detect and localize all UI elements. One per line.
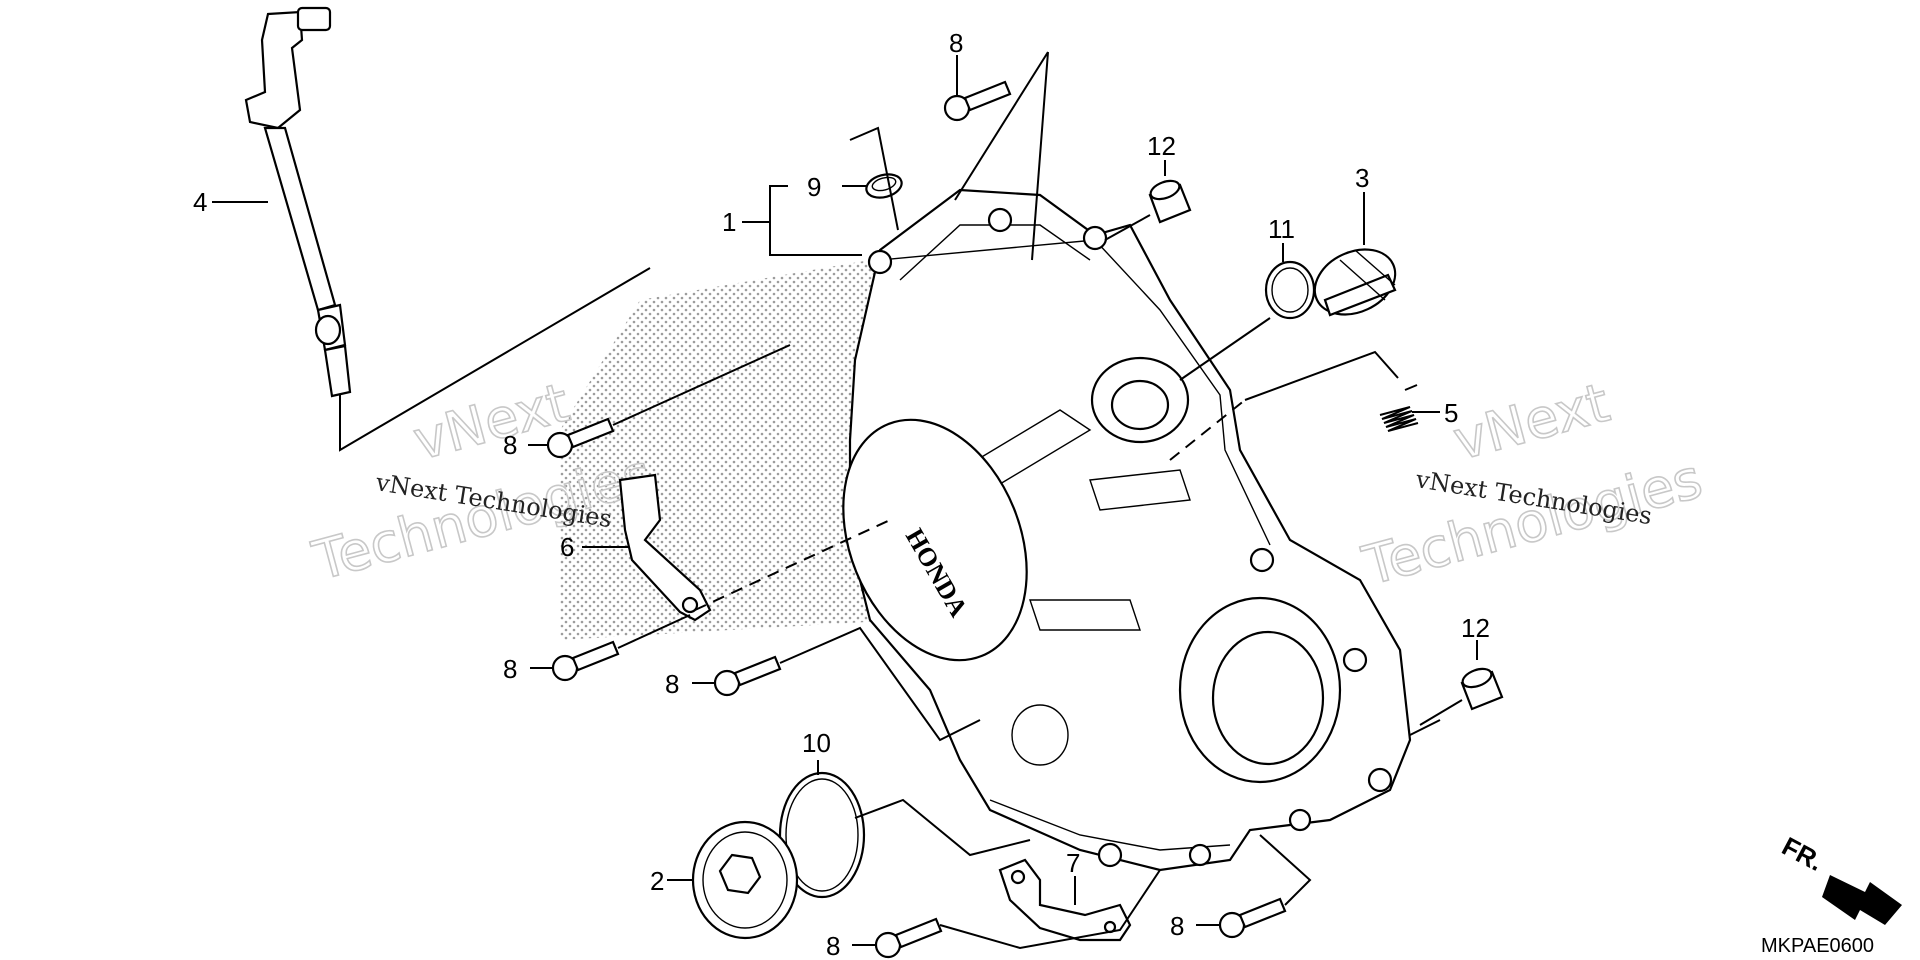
callout-11: 11 <box>1268 214 1295 244</box>
diagram-code: MKPAE0600 <box>1761 935 1874 957</box>
part-shift-shaft <box>244 6 352 398</box>
callout-7: 7 <box>1066 848 1080 878</box>
callout-4: 4 <box>193 187 207 217</box>
callout-1: 1 <box>722 207 736 237</box>
bolt-8-bottom-left <box>874 917 943 959</box>
callout-8-bottom-right: 8 <box>1170 911 1184 941</box>
front-direction-arrow-icon <box>1822 875 1902 925</box>
bolt-8-bottom-right <box>1218 897 1287 939</box>
part-bracket-6 <box>618 473 712 622</box>
callout-9: 9 <box>807 172 821 202</box>
callout-12-upper: 12 <box>1147 131 1176 161</box>
callout-2: 2 <box>650 866 664 896</box>
front-direction-label: FR. <box>1777 831 1828 877</box>
part-plug-cap <box>691 820 799 940</box>
bolt-8-middle <box>713 655 782 697</box>
callout-10: 10 <box>802 728 831 758</box>
part-filler-cap <box>1313 248 1397 317</box>
bolt-8-left-lower <box>551 640 620 682</box>
part-dowel-pin-lower <box>1460 667 1504 711</box>
callout-6: 6 <box>560 532 574 562</box>
callout-5: 5 <box>1444 398 1458 428</box>
part-seal-9 <box>865 173 903 199</box>
callout-8-bottom-left: 8 <box>826 931 840 960</box>
watermark-big-line1: vNext <box>407 371 576 473</box>
callout-12-lower: 12 <box>1461 613 1490 643</box>
callout-8-top: 8 <box>949 28 963 58</box>
bolt-8-top <box>943 80 1012 122</box>
part-dowel-pin-upper <box>1148 179 1192 224</box>
callout-labels: 4 1 9 8 12 11 3 5 6 8 8 8 12 10 2 7 8 8 <box>193 28 1490 960</box>
part-clutch-cover: HONDA <box>842 188 1412 872</box>
callout-3: 3 <box>1355 163 1369 193</box>
callout-8-left-lower: 8 <box>503 654 517 684</box>
part-o-ring-10 <box>778 771 866 899</box>
front-direction-indicator: FR. <box>1777 831 1902 925</box>
part-spring <box>1379 384 1419 432</box>
part-bracket-7 <box>998 858 1132 942</box>
callout-8-middle: 8 <box>665 669 679 699</box>
callout-8-left-upper: 8 <box>503 430 517 460</box>
watermark-right: vNext Technologies vNext Technologies <box>1355 370 1709 599</box>
watermark-big-line1: vNext <box>1447 371 1616 473</box>
leader-lines <box>212 51 1478 950</box>
watermark-big-line2: Technologies <box>1356 447 1708 598</box>
part-o-ring-11 <box>1264 260 1316 320</box>
